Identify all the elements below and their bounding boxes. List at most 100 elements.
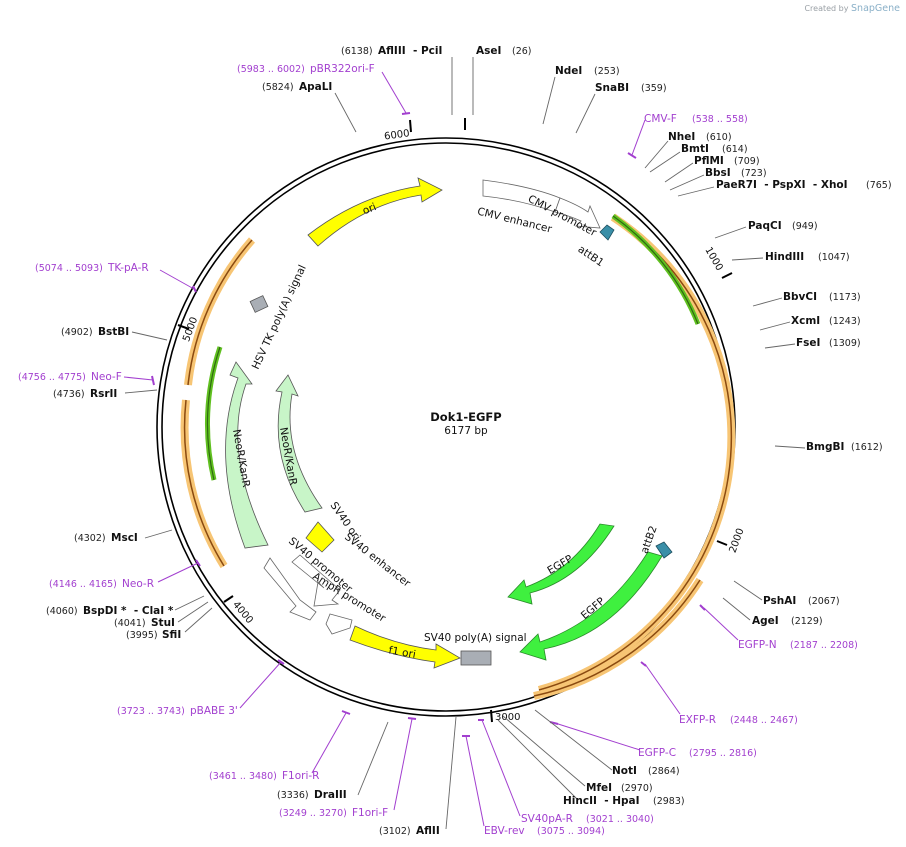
- pbr322-mark: [401, 112, 411, 115]
- egfp-outer-feature: [519, 551, 663, 661]
- egfp-c-leader: [554, 722, 641, 751]
- enzyme-draiii-pos: (3336): [277, 790, 309, 801]
- enzyme-xcmi: XcmI: [791, 315, 820, 327]
- enzyme-bbsi: BbsI: [705, 167, 731, 179]
- enzyme-hindiii: HindIII: [765, 251, 804, 263]
- enzyme-clai-pos: (4060): [46, 606, 78, 617]
- bbsi-leader: [669, 174, 705, 191]
- hindiii-leader: [731, 257, 764, 261]
- primer-neo-f: Neo-F: [91, 371, 122, 383]
- stui-leader: [177, 601, 209, 623]
- noti-leader: [534, 709, 613, 771]
- enzyme-pshai: PshAI: [763, 595, 796, 607]
- sv40pa-r-leader: [481, 719, 521, 817]
- enzyme-hindiii-pos: (1047): [818, 252, 850, 263]
- enzyme-mfei-pos: (2970): [621, 783, 653, 794]
- enzyme-hpai: HincII - HpaI: [563, 795, 640, 807]
- enzyme-draiii: DraIII: [314, 789, 347, 801]
- ndei-leader: [542, 76, 556, 125]
- primer-egfp-n-pos: (2187 .. 2208): [790, 640, 858, 651]
- primer-cmv-f-pos: (538 .. 558): [692, 114, 748, 125]
- neor-kanr-outer-feature: [225, 361, 269, 549]
- primer-egfp-c: EGFP-C: [638, 747, 676, 759]
- enzyme-xhoi-pos: (765): [866, 180, 892, 191]
- sv40-enhancer-label: SV40 enhancer: [342, 531, 413, 590]
- tick-6000: [409, 119, 412, 133]
- tick-label-1000: 1000: [702, 245, 724, 273]
- tick-1000: [721, 272, 733, 279]
- enzyme-ndei-pos: (253): [594, 66, 620, 77]
- bmgbi-leader: [774, 445, 806, 449]
- enzyme-bbvci-pos: (1173): [829, 292, 861, 303]
- primer-f1ori-f: F1ori-F: [352, 807, 388, 819]
- enzyme-xhoi: PaeR7I - PspXI - XhoI: [716, 179, 848, 191]
- tick-3000: [490, 709, 493, 723]
- sv40-polya-label: SV40 poly(A) signal: [424, 632, 527, 644]
- snapgene-logo: SnapGene: [851, 3, 900, 14]
- tk-halo-line: [187, 239, 253, 386]
- enzyme-bstbi: BstBI: [98, 326, 129, 338]
- enzyme-asei: AseI: [476, 45, 501, 57]
- egfp-inner-feature: [507, 523, 615, 605]
- primer-cmv-f: CMV-F: [644, 113, 677, 125]
- enzyme-paqci: PaqCI: [748, 220, 782, 232]
- egfp-n-leader: [703, 607, 739, 641]
- primer-pbabe-pos: (3723 .. 3743): [117, 706, 185, 717]
- cmv-f-mark: [627, 152, 637, 159]
- enzyme-fsei-pos: (1309): [829, 338, 861, 349]
- dok1-arc: [611, 213, 701, 325]
- enzyme-bmgbi-pos: (1612): [851, 442, 883, 453]
- tick-2000: [716, 540, 728, 546]
- aflii-leader: [445, 716, 457, 830]
- tick-label-3000: 3000: [495, 712, 520, 723]
- apali-leader: [334, 92, 357, 133]
- msci-leader: [144, 529, 173, 539]
- primer-neo-r-pos: (4146 .. 4165): [49, 579, 117, 590]
- primer-ebv-rev: EBV-rev: [484, 825, 525, 837]
- enzyme-paqci-pos: (949): [792, 221, 818, 232]
- neo-r-leader: [157, 562, 199, 583]
- snapgene-watermark: Created by SnapGene: [804, 3, 900, 14]
- watermark-prefix: Created by: [804, 4, 849, 13]
- tick-5000: [177, 324, 190, 330]
- draiii-leader: [357, 721, 389, 796]
- enzyme-pflmi-pos: (709): [734, 156, 760, 167]
- enzyme-msci-pos: (4302): [74, 533, 106, 544]
- enzyme-apali: ApaLI: [299, 81, 332, 93]
- enzyme-noti-pos: (2864): [648, 766, 680, 777]
- enzyme-pshai-pos: (2067): [808, 596, 840, 607]
- enzyme-sfii-pos: (3995): [126, 630, 158, 641]
- bmti-leader: [649, 151, 681, 173]
- enzyme-ndei: NdeI: [555, 65, 582, 77]
- neo-f-leader: [123, 376, 154, 381]
- rsrii-leader: [124, 389, 158, 394]
- primer-tk-pa-r-pos: (5074 .. 5093): [35, 263, 103, 274]
- primer-f1ori-r-pos: (3461 .. 3480): [209, 771, 277, 782]
- enzyme-leaders: [124, 57, 806, 830]
- enzyme-pflmi: PflMI: [694, 155, 724, 167]
- enzyme-stui: StuI: [151, 617, 175, 629]
- pflmi-leader: [664, 162, 694, 183]
- enzyme-agei: AgeI: [752, 615, 779, 627]
- tk-pa-r-mark: [192, 285, 197, 293]
- neo-halo-line: [183, 399, 225, 567]
- tk-halo: [184, 237, 256, 386]
- tk-pa-r-leader: [159, 269, 195, 290]
- enzyme-xcmi-pos: (1243): [829, 316, 861, 327]
- primer-pbr322ori-f: pBR322ori-F: [310, 63, 375, 75]
- enzyme-clai: BspDI * - ClaI *: [83, 605, 174, 617]
- cmv-f-leader: [631, 119, 646, 156]
- tick-label-6000: 6000: [384, 128, 411, 142]
- enzyme-sfii: SfiI: [162, 629, 181, 641]
- enzyme-snabi-pos: (359): [641, 83, 667, 94]
- bstbi-leader: [131, 331, 168, 341]
- sv40-polya-feature: [460, 650, 492, 666]
- primer-pbabe: pBABE 3': [190, 705, 238, 717]
- hsv-tk-polya-feature: [249, 295, 269, 313]
- cmv-promoter-feature: [554, 197, 601, 229]
- xhoi-leader: [677, 186, 715, 197]
- attb1-label: attB1: [576, 243, 606, 269]
- enzyme-labels: AseI (26) NdeI (253) SnaBI (359) NheI (6…: [46, 45, 892, 837]
- egfp-halo-line: [538, 216, 733, 691]
